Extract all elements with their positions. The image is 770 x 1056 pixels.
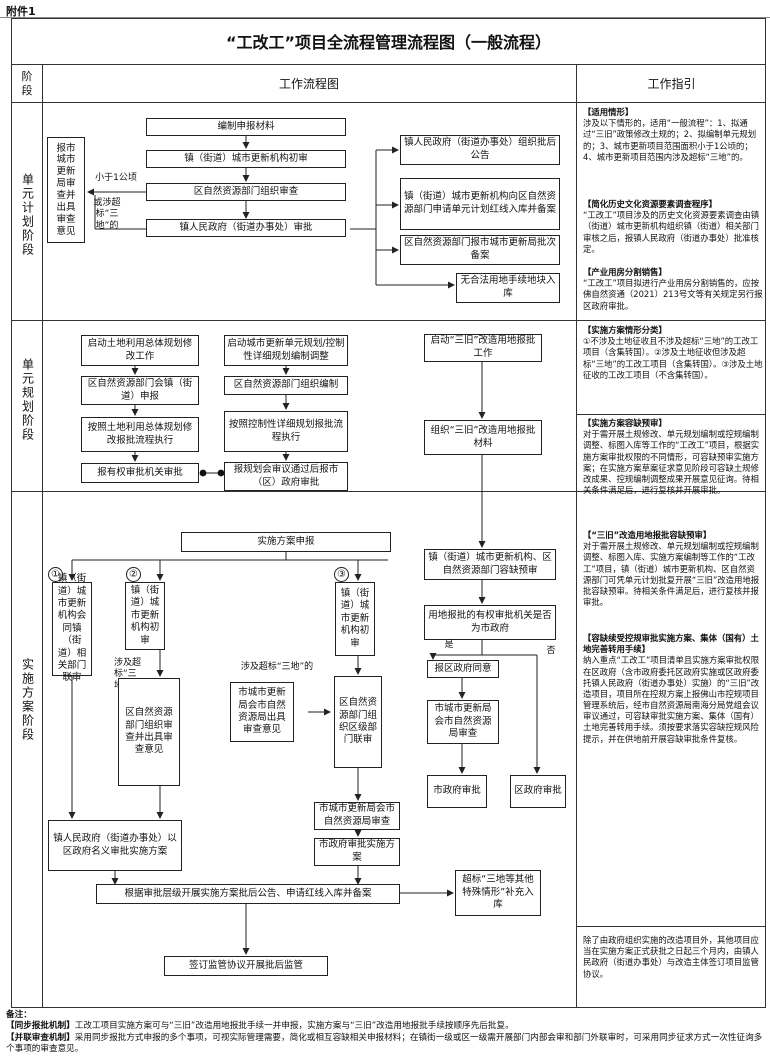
guide-heritage: 【简化历史文化资源要素调查程序】 “工改工”项目涉及的历史文化资源要素调查由镇（… <box>583 199 763 255</box>
branch2-initial-review-box: 镇（街道）城市更新机构初审 <box>125 582 165 650</box>
label-less-than-1ha: 小于1公顷 <box>95 173 137 183</box>
branch3-initial-review-box: 镇（街道）城市更新机构初审 <box>335 582 375 656</box>
stage-label-plan: 单元计划阶段 <box>20 173 35 257</box>
branch-1-marker: ① <box>48 567 63 582</box>
notes-section: 备注： 【同步报批机制】工改工项目实施方案可与“三旧”改造用地报批手续一并申报，… <box>6 1010 764 1055</box>
guide-sanjiu-precheck-title: 【“三旧”改造用地报批容缺预审】 <box>583 530 712 540</box>
city-opinion-box: 市城市更新局会市自然资源局出具审查意见 <box>230 682 294 742</box>
guide-fast-track-title: 【容缺续受控规审批实施方案、集体（国有）土地完善转用手续】 <box>583 633 759 655</box>
guide-supervision: 除了由政府组织实施的改造项目外，其他项目应当在实施方案正式获批之日起三个月内，由… <box>583 935 763 980</box>
label-or-excess: 或涉超标“三地”的 <box>93 198 121 231</box>
planning-council-box: 报规划会审议通过后报市（区）政府审批 <box>224 462 348 491</box>
yes-label: 是 <box>444 640 454 650</box>
header-guide: 工作指引 <box>647 77 696 91</box>
batch-filing-box: 区自然资源部门报市城市更新局批次备案 <box>400 235 560 265</box>
stage-rule-1 <box>11 320 766 321</box>
town-district-approval-box: 镇人民政府（街道办事处）以区政府名义审批实施方案 <box>48 820 182 871</box>
sanjiu-start-box: 启动“三旧”改造用地报批工作 <box>424 334 542 362</box>
land-warehousing-box: 无合法用地手续地块入库 <box>456 273 560 303</box>
guide-heritage-title: 【简化历史文化资源要素调查程序】 <box>583 199 717 209</box>
guide-rule-a <box>576 414 766 415</box>
notes-title: 备注： <box>6 1010 32 1020</box>
guide-sanjiu-precheck-body: 对于需开展土规修改、单元规划编制或控规编制调整、标图入库、实施方案编制等工作的“… <box>583 541 760 608</box>
branch3-city-approval-box: 市政府审批实施方案 <box>314 838 400 866</box>
prepare-materials-box: 编制申报材料 <box>146 118 346 136</box>
guide-heritage-body: “工改工”项目涉及的历史文化资源要素调查由镇（街道）城市更新机构组织镇（街道）相… <box>583 210 760 254</box>
title-rule <box>11 64 766 65</box>
note-sync-body: 工改工项目实施方案可与“三旧”改造用地报批手续一并申报，实施方案与“三旧”改造用… <box>74 1021 514 1032</box>
town-initial-review-box: 镇（街道）城市更新机构初审 <box>146 150 346 168</box>
branch3-city-review-box: 市城市更新局会市自然资源局审查 <box>314 802 400 830</box>
guide-classification-title: 【实施方案情形分类】 <box>583 325 667 335</box>
authority-question-box: 用地报批的有权审批机关是否为市政府 <box>424 605 556 640</box>
district-consent-box: 报区政府同意 <box>427 660 499 678</box>
stage-label-design: 单元规划阶段 <box>20 358 35 442</box>
branch3-district-joint-box: 区自然资源部门组织区级部门联审 <box>334 676 382 768</box>
guide-sanjiu-precheck: 【“三旧”改造用地报批容缺预审】 对于需开展土规修改、单元规划编制或控规编制调整… <box>583 530 763 608</box>
city-gov-approval-box: 市政府审批 <box>427 775 487 808</box>
branch3-excess-label: 涉及超标“三地”的 <box>240 662 314 672</box>
guide-fast-track-body: 纳入重点“工改工”项目清单且实施方案审批权限在区政府（含市政府委托区政府实施或区… <box>583 655 760 744</box>
no-label: 否 <box>546 646 556 656</box>
stage-label-implement: 实施方案阶段 <box>20 658 35 742</box>
guide-rule-b <box>576 926 766 927</box>
col-divider-2 <box>576 64 577 1008</box>
outer-frame <box>11 18 766 1008</box>
guide-applicable-title: 【适用情形】 <box>583 107 634 117</box>
header-stage-text: 阶段 <box>21 69 33 97</box>
post-approval-notice-box: 镇人民政府（街道办事处）组织批后公告 <box>400 135 560 165</box>
precheck-box: 镇（街道）城市更新机构、区自然资源部门容缺预审 <box>424 549 556 580</box>
branch1-joint-review-box: 镇（街道）城市更新机构会同镇（街道）相关部门联审 <box>52 573 92 683</box>
authority-approval-box: 报有权审批机关审批 <box>81 463 199 483</box>
stage-rule-2 <box>11 491 766 492</box>
district-gov-approval-box: 区政府审批 <box>510 775 566 808</box>
unit-plan-start-box: 启动城市更新单元规划/控制性详细规划编制调整 <box>224 335 348 366</box>
regulatory-plan-procedure-box: 按照控制性详细规划报批流程执行 <box>224 411 348 452</box>
special-case-warehousing-box: 超标“三地等其他特殊情形”补充入库 <box>455 870 541 916</box>
guide-classification-body: ①不涉及土地征收且不涉及超标“三地”的工改工项目（含集转国）。②涉及土地征收但涉… <box>583 336 763 380</box>
note-parallel-tag: 【并联审查机制】 <box>6 1032 75 1043</box>
district-review-box: 区自然资源部门组织审查 <box>146 183 346 201</box>
sanjiu-materials-box: 组织“三旧”改造用地报批材料 <box>424 420 542 455</box>
guide-split-sale-title: 【产业用房分割销售】 <box>583 267 667 277</box>
guide-precheck-body: 对于需开展土规修改、单元规划编制或控规编制调整、标图入库等工作的“工改工”项目，… <box>583 429 760 496</box>
branch-2-marker: ② <box>126 567 141 582</box>
header-rule <box>11 102 766 103</box>
district-organize-box: 区自然资源部门组织编制 <box>224 376 348 395</box>
branch-3-marker: ③ <box>334 567 349 582</box>
col-divider-1 <box>42 64 43 1008</box>
city-land-review-box: 市城市更新局会市自然资源局审查 <box>427 700 499 744</box>
redline-filing-box: 镇（街道）城市更新机构向区自然资源部门申请单元计划红线入库并备案 <box>400 178 560 230</box>
note-sync: 【同步报批机制】工改工项目实施方案可与“三旧”改造用地报批手续一并申报，实施方案… <box>6 1021 764 1032</box>
note-sync-tag: 【同步报批机制】 <box>6 1021 75 1032</box>
town-approval-box: 镇人民政府（街道办事处）审批 <box>146 219 346 237</box>
top-rule <box>0 17 770 18</box>
guide-classification: 【实施方案情形分类】 ①不涉及土地征收且不涉及超标“三地”的工改工项目（含集转国… <box>583 325 763 381</box>
note-parallel: 【并联审查机制】采用同步报批方式申报的多个事项，可视实际管理需要，简化或相互容缺… <box>6 1033 764 1056</box>
attachment-label: 附件1 <box>6 5 36 18</box>
city-review-side-box: 报市城市更新局审查并出具审查意见 <box>47 137 85 243</box>
implementation-declare-box: 实施方案申报 <box>181 532 391 552</box>
guide-applicable: 【适用情形】 涉及以下情形的，适用“一般流程”：1、拟通过“三旧”政策修改土规的… <box>583 107 763 163</box>
note-parallel-body: 采用同步报批方式申报的多个事项，可视实际管理需要，简化或相互容缺相关申报材料；在… <box>6 1032 763 1055</box>
guide-split-sale: 【产业用房分割销售】 “工改工”项目拟进行产业用房分割销售的，应按佛自然资通（2… <box>583 267 763 312</box>
header-flow: 工作流程图 <box>278 77 339 91</box>
supervision-agreement-box: 签订监管协议开展批后监管 <box>164 956 328 976</box>
landuse-procedure-box: 按照土地利用总体规划修改报批流程执行 <box>81 417 199 452</box>
guide-split-sale-body: “工改工”项目拟进行产业用房分割销售的，应按佛自然资通（2021）213号文等有… <box>583 278 763 311</box>
branch2-district-review-box: 区自然资源部门组织审查并出具审查意见 <box>118 678 180 786</box>
guide-fast-track: 【容缺续受控规审批实施方案、集体（国有）土地完善转用手续】 纳入重点“工改工”项… <box>583 633 763 745</box>
guide-precheck: 【实施方案容缺预审】 对于需开展土规修改、单元规划编制或控规编制调整、标图入库等… <box>583 418 763 496</box>
landuse-plan-start-box: 启动土地利用总体规划修改工作 <box>81 335 199 366</box>
district-joint-declare-box: 区自然资源部门会镇（街道）申报 <box>81 376 199 405</box>
guide-supervision-body: 除了由政府组织实施的改造项目外，其他项目应当在实施方案正式获批之日起三个月内，由… <box>583 935 759 979</box>
post-approval-filing-box: 根据审批层级开展实施方案批后公告、申请红线入库并备案 <box>96 884 400 904</box>
guide-precheck-title: 【实施方案容缺预审】 <box>583 418 667 428</box>
header-stage: 阶段 <box>12 66 42 102</box>
guide-applicable-body: 涉及以下情形的，适用“一般流程”：1、拟通过“三旧”政策修改土规的；2、拟编制单… <box>583 118 757 162</box>
page-title: “工改工”项目全流程管理流程图（一般流程） <box>225 33 552 52</box>
